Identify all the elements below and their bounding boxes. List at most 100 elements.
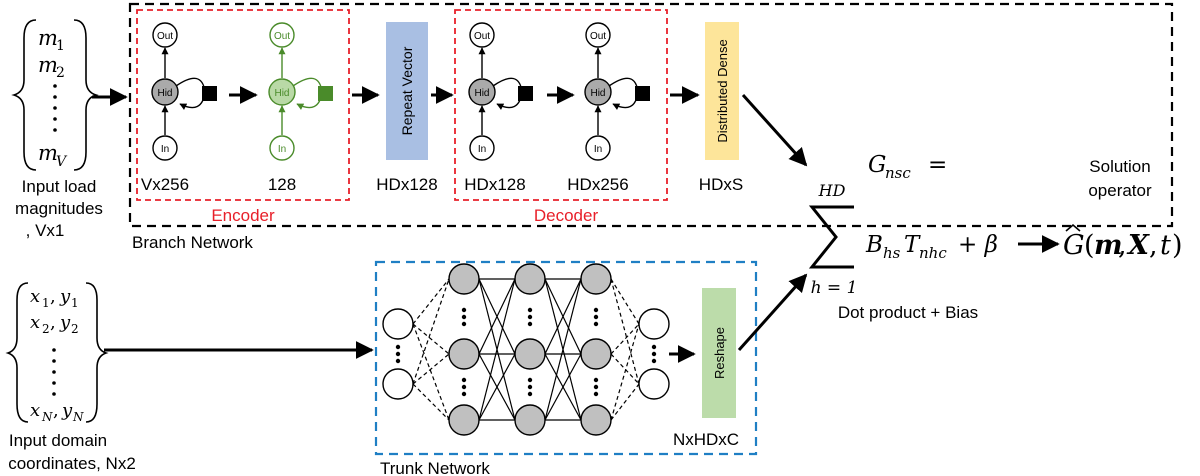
domain-ellipsis bbox=[52, 348, 56, 396]
svg-text:,: , bbox=[53, 400, 59, 421]
trunk-hidden-node bbox=[448, 263, 480, 295]
b-subscript: hs bbox=[883, 244, 901, 262]
trunk-ellipsis-dot bbox=[395, 351, 401, 357]
svg-text:y: y bbox=[61, 400, 73, 421]
svg-text:In: In bbox=[478, 144, 486, 155]
svg-text:1: 1 bbox=[71, 296, 79, 310]
trunk-ellipsis-dot bbox=[527, 321, 533, 327]
g-hat-symbol: G bbox=[1063, 230, 1085, 261]
domain-left-brace bbox=[5, 282, 29, 423]
trunk-ellipsis-dot bbox=[593, 314, 599, 320]
repeat-vector-block bbox=[386, 22, 428, 160]
mv-symbol: m bbox=[38, 141, 58, 165]
repeat-vector-label: Repeat Vector bbox=[399, 46, 415, 135]
svg-text:x: x bbox=[30, 286, 40, 307]
reshape-label: Reshape bbox=[712, 327, 727, 379]
left-brace bbox=[11, 19, 37, 171]
summation-sign bbox=[808, 205, 854, 269]
svg-text:,: , bbox=[50, 312, 56, 333]
arrow-branch-to-operator bbox=[741, 93, 808, 167]
operator-equation: G nsc = HD h = 1 B hs T nhc + β G ( m , … bbox=[808, 152, 1183, 298]
input-load-vector: m 1 m 2 m V bbox=[11, 19, 99, 171]
trunk-hidden-node bbox=[580, 404, 612, 436]
trunk-hidden-node bbox=[514, 404, 546, 436]
decoder-lstm-cell-2: Out Hid In bbox=[584, 22, 650, 161]
trunk-hidden-node bbox=[580, 263, 612, 295]
svg-text:Hid: Hid bbox=[274, 88, 289, 99]
trunk-edge bbox=[412, 323, 450, 421]
input-domain-label-1: Input domain bbox=[9, 431, 107, 450]
trunk-edge bbox=[478, 353, 516, 421]
svg-text:x: x bbox=[30, 312, 40, 333]
encoder-box bbox=[136, 9, 350, 201]
domain-right-brace bbox=[85, 282, 109, 423]
decoder-label: Decoder bbox=[534, 206, 599, 225]
svg-text:,: , bbox=[50, 286, 56, 307]
trunk-edge bbox=[478, 278, 516, 421]
m2-subscript: 2 bbox=[56, 65, 65, 81]
b-symbol: B bbox=[865, 232, 883, 258]
trunk-input-node bbox=[382, 368, 414, 400]
svg-text:Hid: Hid bbox=[157, 88, 172, 99]
encoder-lstm-cell-1: Out Hid In bbox=[151, 22, 217, 161]
encoder-label: Encoder bbox=[211, 206, 275, 225]
dim-hdx256: HDx256 bbox=[567, 175, 628, 194]
svg-text:1: 1 bbox=[42, 296, 50, 310]
sum-lower-limit: h = 1 bbox=[811, 278, 858, 298]
svg-text:Out: Out bbox=[157, 31, 173, 42]
trunk-hidden-node bbox=[448, 404, 480, 436]
right-brace bbox=[73, 19, 99, 171]
branch-network-title: Branch Network bbox=[132, 233, 253, 252]
svg-text:): ) bbox=[1172, 230, 1183, 261]
trunk-ellipsis-dot bbox=[461, 321, 467, 327]
svg-text:N: N bbox=[41, 410, 53, 424]
input-domain-vector: x 1 , y 1 x 2 , y 2 x N , y N bbox=[5, 282, 109, 424]
trunk-ellipsis-dot bbox=[651, 344, 657, 350]
dim-hdx128-a: HDx128 bbox=[376, 175, 437, 194]
trunk-edge bbox=[544, 353, 582, 421]
trunk-ellipsis-dot bbox=[527, 307, 533, 313]
trunk-edge bbox=[610, 383, 640, 421]
trunk-ellipsis-dot bbox=[461, 391, 467, 397]
trunk-network-title: Trunk Network bbox=[380, 459, 490, 476]
load-ellipsis bbox=[53, 84, 57, 132]
solution-operator-title-1: Solution bbox=[1089, 157, 1150, 176]
input-load-label-2: magnitudes bbox=[15, 199, 103, 218]
m1-subscript: 1 bbox=[56, 38, 65, 54]
svg-text:2: 2 bbox=[42, 322, 50, 336]
svg-text:x: x bbox=[30, 400, 40, 421]
trunk-edge bbox=[610, 278, 640, 325]
trunk-ellipsis-dot bbox=[593, 384, 599, 390]
trunk-ellipsis-dot bbox=[593, 321, 599, 327]
trunk-output-node bbox=[638, 368, 670, 400]
decoder-box bbox=[454, 9, 668, 201]
svg-text:In: In bbox=[161, 144, 169, 155]
distributed-dense-label: Distributed Dense bbox=[715, 39, 730, 142]
trunk-ellipsis-dot bbox=[461, 314, 467, 320]
svg-text:Out: Out bbox=[274, 31, 290, 42]
input-domain-label-2: coordinates, Nx2 bbox=[8, 454, 136, 473]
trunk-output-node bbox=[638, 308, 670, 340]
dot-product-label: Dot product + Bias bbox=[838, 303, 978, 322]
svg-text:Hid: Hid bbox=[474, 88, 489, 99]
svg-text:(: ( bbox=[1084, 230, 1095, 261]
sum-upper-limit: HD bbox=[818, 181, 846, 200]
trunk-ellipsis-dot bbox=[593, 377, 599, 383]
trunk-nodes bbox=[382, 263, 670, 436]
svg-text:,: , bbox=[1149, 230, 1158, 261]
trunk-ellipsis-dot bbox=[593, 307, 599, 313]
svg-text:In: In bbox=[594, 144, 602, 155]
svg-text:N: N bbox=[72, 410, 84, 424]
g-hat-accent bbox=[1065, 223, 1081, 232]
svg-text:,: , bbox=[1118, 230, 1127, 261]
trunk-edge bbox=[412, 383, 450, 421]
trunk-hidden-node bbox=[514, 338, 546, 370]
svg-text:Out: Out bbox=[590, 31, 606, 42]
g-nsc-symbol: G bbox=[868, 152, 886, 178]
arrow-trunk-to-operator bbox=[737, 273, 808, 351]
svg-text:Out: Out bbox=[474, 31, 490, 42]
trunk-ellipsis-dot bbox=[527, 384, 533, 390]
dim-hdx128-b: HDx128 bbox=[464, 175, 525, 194]
svg-text:m: m bbox=[1094, 230, 1123, 261]
